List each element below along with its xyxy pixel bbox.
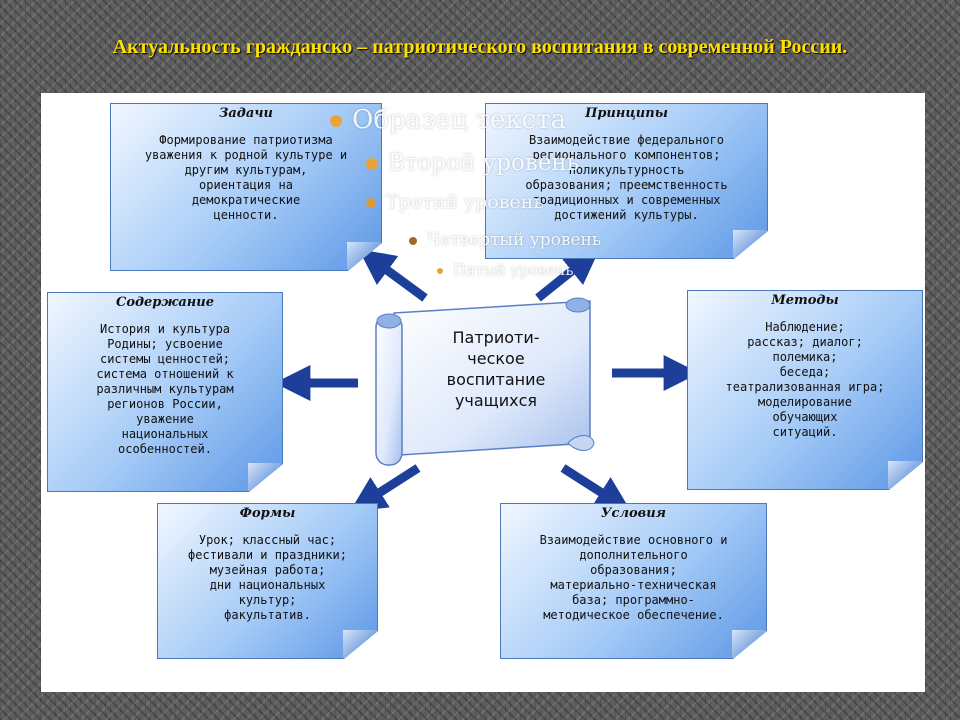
tasks-box: Задачи Формирование патриотизма уважения… <box>110 103 382 271</box>
content-title: Содержание <box>115 295 214 310</box>
arrow-to-conditions <box>560 464 632 512</box>
arrow-to-tasks <box>358 249 428 302</box>
bullet-icon <box>437 268 443 274</box>
methods-text: Наблюдение; рассказ; диалог; полемика; б… <box>725 320 885 439</box>
content-text: История и культура Родины; усвоение сист… <box>96 322 234 456</box>
placeholder-level5: Пятый уровень <box>437 261 574 279</box>
slide-title: Актуальность гражданско – патриотическог… <box>112 36 848 58</box>
placeholder-level4: Четвертый уровень <box>409 230 601 250</box>
forms-title: Формы <box>239 506 296 521</box>
forms-box: Формы Урок; классный час; фестивали и пр… <box>157 503 378 659</box>
bullet-icon <box>366 198 376 208</box>
principles-box: Принципы Взаимодействие федерального рег… <box>485 103 768 259</box>
placeholder-level1: Образец текста <box>330 105 566 135</box>
placeholder-level2: Второй уровень <box>366 150 579 176</box>
forms-text: Урок; классный час; фестивали и праздник… <box>188 533 347 622</box>
placeholder-level2-text: Второй уровень <box>388 150 580 176</box>
tasks-title: Задачи <box>218 106 273 121</box>
principles-text: Взаимодействие федерального региональног… <box>525 133 728 222</box>
methods-box: Методы Наблюдение; рассказ; диалог; поле… <box>687 290 923 490</box>
arrow-to-forms <box>349 464 421 512</box>
conditions-title: Условия <box>601 506 666 521</box>
scroll-shape <box>375 297 595 466</box>
conditions-box: Условия Взаимодействие основного и допол… <box>500 503 767 659</box>
placeholder-level3: Третий уровень <box>366 191 544 213</box>
placeholder-level1-text: Образец текста <box>352 105 567 135</box>
arrow-to-principles <box>535 248 600 302</box>
center-label: Патриоти- ческое воспитание учащихся <box>446 328 546 410</box>
center-scroll: Патриоти- ческое воспитание учащихся <box>372 293 598 469</box>
placeholder-level5-text: Пятый уровень <box>453 261 574 279</box>
placeholder-level3-text: Третий уровень <box>386 191 544 213</box>
content-box: Содержание История и культура Родины; ус… <box>47 292 283 492</box>
methods-title: Методы <box>771 293 839 308</box>
bullet-icon <box>409 236 417 245</box>
placeholder-level4-text: Четвертый уровень <box>427 230 602 250</box>
bullet-icon <box>366 158 378 170</box>
conditions-text: Взаимодействие основного и дополнительно… <box>539 533 728 622</box>
principles-title: Принципы <box>585 106 668 121</box>
bullet-icon <box>330 115 342 127</box>
tasks-text: Формирование патриотизма уважения к родн… <box>144 133 348 222</box>
